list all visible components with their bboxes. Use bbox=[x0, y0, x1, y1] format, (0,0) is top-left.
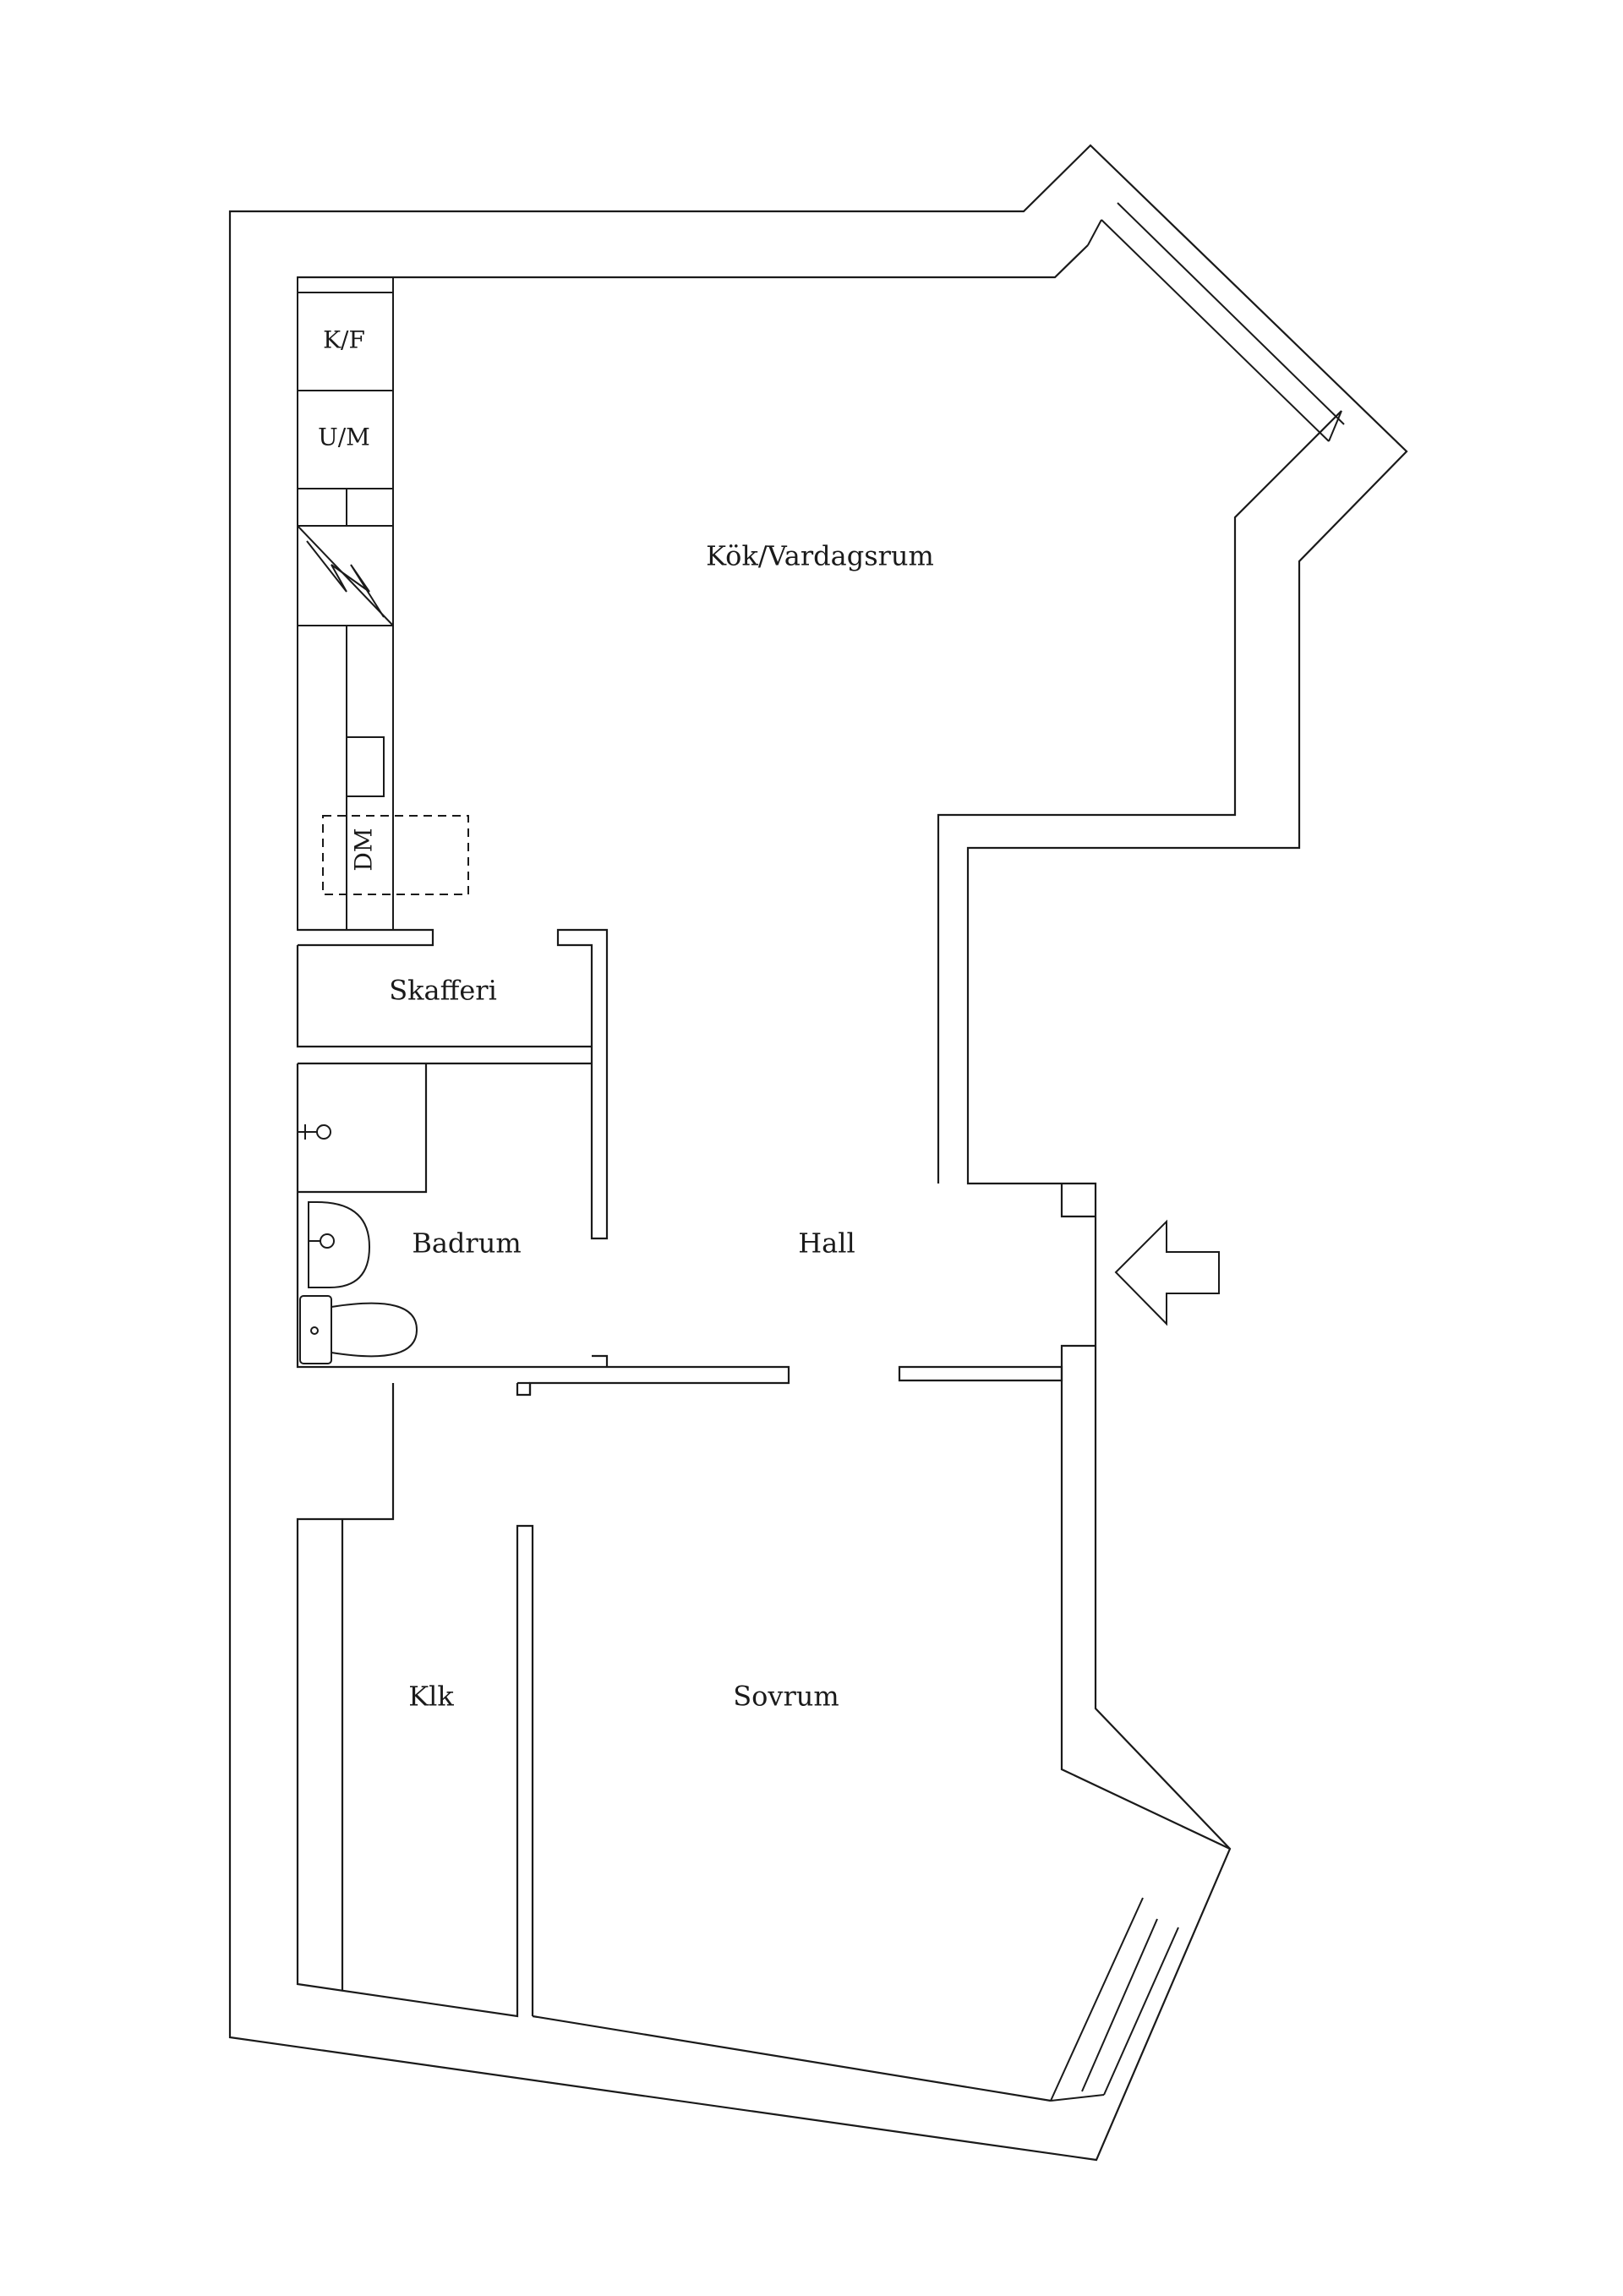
shower-icon bbox=[298, 1124, 331, 1140]
kitchen-cabinets bbox=[297, 276, 394, 931]
upper-bay-window bbox=[1087, 202, 1345, 442]
bathroom-walls bbox=[296, 1063, 790, 1395]
pantry-walls bbox=[296, 928, 609, 1240]
oven-microwave-label: U/M bbox=[318, 424, 370, 451]
fridge-freezer-label: K/F bbox=[323, 326, 365, 354]
dishwasher-outline bbox=[322, 815, 469, 895]
toilet-icon bbox=[299, 1295, 418, 1364]
hall-label: Hall bbox=[798, 1227, 855, 1260]
stove-icon bbox=[297, 525, 394, 626]
bedroom-label: Sovrum bbox=[733, 1681, 839, 1713]
closet-label: Klk bbox=[408, 1681, 454, 1713]
entrance-arrow-icon bbox=[1114, 1219, 1220, 1326]
interior-walls bbox=[296, 1365, 1231, 2102]
pantry-label: Skafferi bbox=[389, 975, 497, 1007]
kitchen-living-label: Kök/Vardagsrum bbox=[706, 540, 934, 572]
bathroom-label: Badrum bbox=[412, 1227, 521, 1260]
lower-bay-window bbox=[1050, 1897, 1179, 2102]
sink-icon bbox=[308, 1201, 371, 1288]
outer-walls bbox=[228, 144, 1408, 2162]
dishwasher-label: DM bbox=[350, 828, 378, 871]
